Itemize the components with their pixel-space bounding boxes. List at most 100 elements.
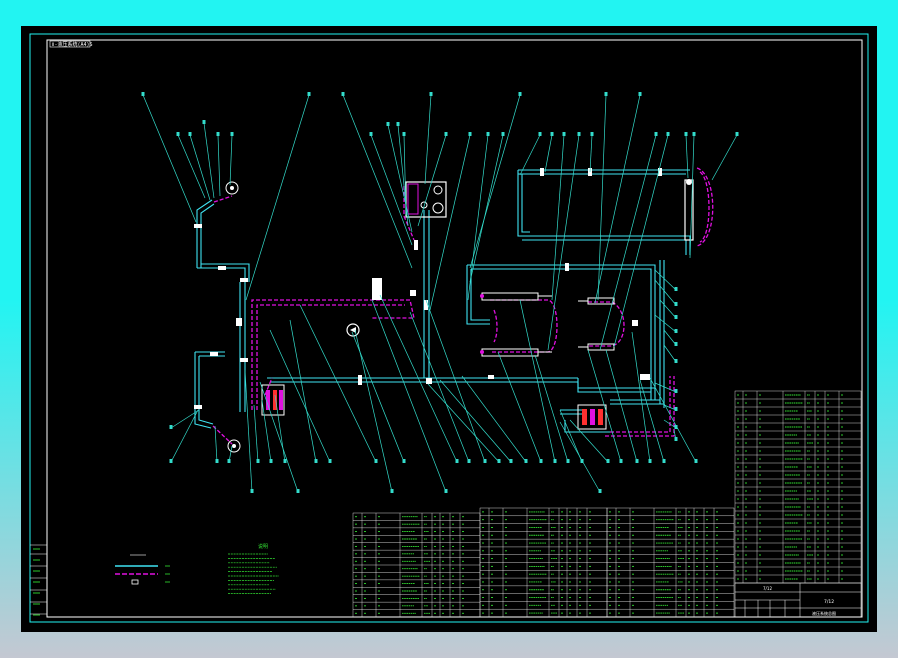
callout-tag [692, 132, 696, 136]
callout-tag [188, 132, 192, 136]
leader-line [547, 134, 580, 351]
callout-tag [296, 489, 300, 493]
leader-line [299, 304, 377, 463]
leader-line [654, 382, 677, 393]
callout-tag [553, 459, 557, 463]
callout-tag [577, 132, 581, 136]
leader-line [439, 379, 512, 463]
leader-line [649, 377, 697, 463]
callout-tag [674, 389, 678, 393]
callout-tag [269, 459, 273, 463]
callout-tag [369, 132, 373, 136]
leader-line [189, 134, 211, 201]
callout-tag [455, 459, 459, 463]
corner-tag-box [49, 40, 91, 48]
notes-text-lines [228, 553, 279, 594]
motor-icon-lower-left [227, 439, 241, 453]
callout-tag [402, 459, 406, 463]
leader-line [469, 94, 521, 269]
callout-tag [483, 459, 487, 463]
pump-icon [346, 323, 360, 337]
hydraulic-components [194, 168, 694, 453]
callout-tag [684, 132, 688, 136]
leader-line [589, 134, 593, 173]
leader-line [654, 279, 677, 306]
leader-line [551, 134, 565, 301]
notes-heading: 说明 [258, 543, 268, 550]
callout-tag [674, 437, 678, 441]
leader-line [409, 311, 470, 463]
title-block-name: 液压系统总图 [812, 610, 836, 616]
callout-tag [444, 489, 448, 493]
leader-line [371, 299, 447, 493]
leader-line [594, 94, 641, 304]
flexible-hoses [212, 167, 714, 445]
leader-lines [142, 94, 738, 493]
callout-tag [227, 459, 231, 463]
leader-line [534, 354, 569, 463]
leader-line [403, 134, 407, 216]
parts-list-cell-text [33, 394, 843, 616]
cylinder-icon-1 [480, 292, 552, 301]
callout-tag [141, 92, 145, 96]
leader-line [397, 124, 409, 227]
leader-line [559, 409, 583, 463]
leader-line [261, 399, 272, 463]
callout-tag [674, 287, 678, 291]
callout-tag [598, 489, 602, 493]
corner-tag: Ⅱ-液压系统(A4)S [52, 41, 93, 48]
leader-line [214, 425, 218, 463]
leader-line [605, 349, 638, 463]
callout-tag [674, 425, 678, 429]
callout-tag [328, 459, 332, 463]
leader-line [663, 344, 677, 363]
callout-tag [735, 132, 739, 136]
leader-line [417, 134, 447, 227]
leader-line [379, 294, 458, 463]
callout-tag [216, 132, 220, 136]
leader-tick-marks [141, 92, 739, 493]
callout-tag [580, 459, 584, 463]
callout-tag [402, 132, 406, 136]
callout-tag [486, 132, 490, 136]
callout-tag [390, 489, 394, 493]
leader-line [203, 122, 215, 199]
callout-tag [341, 92, 345, 96]
leader-line [587, 349, 622, 463]
callout-tag [674, 302, 678, 306]
leader-line [229, 134, 233, 186]
valve-bank-icon-right [577, 404, 607, 430]
callout-tag [250, 489, 254, 493]
legend-block [115, 554, 170, 585]
callout-tag [202, 120, 206, 124]
callout-tag [666, 132, 670, 136]
leader-line [170, 409, 199, 463]
callout-tag [539, 459, 543, 463]
callout-tag [468, 132, 472, 136]
filter-icon [372, 278, 382, 300]
leader-line [427, 383, 500, 463]
callout-tag [635, 459, 639, 463]
callout-tag [674, 359, 678, 363]
leader-line [245, 94, 310, 301]
callout-tag [518, 92, 522, 96]
callout-tag [429, 92, 433, 96]
callout-tag [654, 132, 658, 136]
callout-tag [283, 459, 287, 463]
leader-line [170, 409, 200, 429]
legend-fitting [131, 579, 139, 585]
callout-tag [509, 459, 513, 463]
left-revision-strip [30, 544, 47, 615]
leader-line [663, 329, 677, 346]
leader-line [639, 379, 665, 463]
leader-line [244, 369, 253, 493]
leader-line [599, 134, 657, 351]
leader-line [429, 134, 471, 311]
cylinder-icon-2 [480, 348, 552, 357]
leader-line [663, 404, 677, 411]
callout-tag [314, 459, 318, 463]
leader-line [269, 329, 331, 463]
motor-icon-upper-left [225, 181, 239, 195]
callout-tag [550, 132, 554, 136]
